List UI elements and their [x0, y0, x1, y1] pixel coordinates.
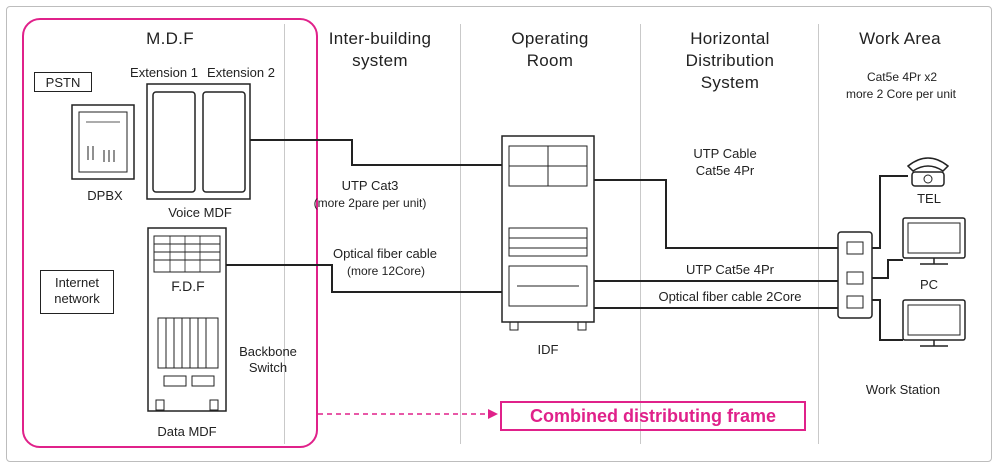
- dpbx-label: DPBX: [87, 188, 123, 203]
- internet-network-box: Internet network: [40, 270, 114, 314]
- utp-cat3-label: UTP Cat3: [341, 178, 399, 193]
- divider-3: [640, 24, 641, 444]
- work-area-spec-1: Cat5e 4Pr x2: [866, 70, 938, 84]
- monitor-icon: [902, 217, 966, 265]
- utp-cable-label: UTP Cable: [693, 146, 757, 161]
- server-rack-icon: [147, 227, 227, 412]
- section-title-work-area: Work Area: [859, 29, 941, 48]
- pbx-icon: [71, 104, 135, 180]
- section-title-horizontal: Horizontal Distribution System: [685, 29, 775, 92]
- workstation-monitor-icon: [902, 299, 966, 347]
- utp-cat5e-label: UTP Cat5e 4Pr: [686, 262, 774, 277]
- utp-cat3-note: (more 2pare per unit): [313, 196, 427, 210]
- divider-1: [284, 24, 285, 444]
- section-title-mdf: M.D.F: [146, 29, 194, 48]
- backbone-switch-label: Backbone Switch: [239, 344, 297, 375]
- idf-rack: [501, 135, 595, 331]
- idf-label: IDF: [537, 342, 559, 357]
- combined-arrow: [318, 409, 498, 419]
- optical-2core-label: Optical fiber cable 2Core: [658, 289, 802, 304]
- work-area-spec-2: more 2 Core per unit: [845, 87, 957, 101]
- voice-mdf-rack: [146, 83, 251, 200]
- pstn-box: PSTN: [34, 72, 92, 92]
- cables: [226, 139, 908, 341]
- divider-2: [460, 24, 461, 444]
- telephone-icon: [906, 157, 950, 187]
- section-title-inter-building: Inter-building system: [328, 29, 432, 70]
- tel-label: TEL: [917, 191, 941, 206]
- utp-cable-spec: Cat5e 4Pr: [695, 163, 755, 178]
- optical-fiber-note: (more 12Core): [346, 264, 426, 278]
- voice-mdf-label: Voice MDF: [168, 205, 232, 220]
- mdf-section-box: [22, 18, 318, 448]
- divider-4: [818, 24, 819, 444]
- pc-label: PC: [919, 277, 939, 292]
- work-station-label: Work Station: [865, 382, 941, 397]
- fdf-label: F.D.F: [171, 278, 205, 294]
- pstn-label: PSTN: [45, 75, 81, 90]
- diagram-frame: [6, 6, 992, 462]
- wall-outlet-icon: [837, 231, 873, 319]
- optical-fiber-label: Optical fiber cable: [332, 246, 438, 261]
- data-mdf-label: Data MDF: [157, 424, 217, 439]
- section-title-operating-room: Operating Room: [511, 29, 589, 70]
- internet-network-label: Internet network: [54, 275, 100, 306]
- extension-2-label: Extension 2: [207, 65, 275, 80]
- extension-1-label: Extension 1: [130, 65, 198, 80]
- combined-distributing-frame-label: Combined distributing frame: [500, 401, 806, 431]
